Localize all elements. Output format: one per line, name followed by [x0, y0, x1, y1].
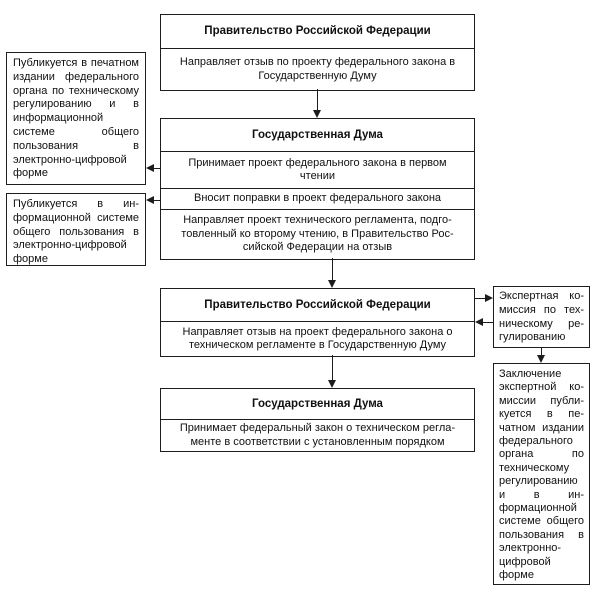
block-header: Правительство Российской Федерации [204, 298, 431, 311]
arrow-duma1-to-government2-line [332, 258, 333, 281]
block-row: Направляет отзыв на проект федерального … [161, 321, 474, 356]
note-expert-commission: Экспертная ко­миссия по тех­ническому ре… [493, 286, 590, 348]
arrow-commission-to-government2-line [482, 322, 493, 323]
note-commission-conclusion-publication: Заключение экспертной ко­миссии публи­ку… [493, 363, 590, 585]
block-header: Государственная Дума [252, 128, 383, 141]
block-row: Вносит поправки в проект федерального за… [161, 188, 474, 209]
arrow-commission-to-conclusion-head [537, 355, 545, 363]
arrow-duma1-to-print-note-head [146, 164, 154, 172]
block-state-duma-1: Государственная Дума Принимает проект фе… [160, 118, 475, 260]
arrow-government2-to-duma2-line [332, 355, 333, 381]
arrow-duma1-to-government2-head [328, 280, 336, 288]
arrow-government1-to-duma1-line [317, 89, 318, 111]
arrow-government2-to-commission-line [475, 298, 486, 299]
block-header: Правительство Российской Федерации [204, 25, 431, 37]
block-government-rf-1: Правительство Российской Федерации Напра… [160, 14, 475, 91]
block-row: Направляет отзыв по проекту федерального… [161, 48, 474, 90]
arrow-government2-to-duma2-head [328, 380, 336, 388]
block-row: Принимает проект федерального закона в п… [161, 151, 474, 188]
block-row: Принимает федеральный закон о техническо… [161, 419, 474, 451]
arrow-government2-to-commission-head [485, 294, 493, 302]
block-row: Направляет проект технического регламент… [161, 209, 474, 259]
arrow-duma1-to-infosystem-note-line [153, 200, 161, 201]
block-state-duma-2: Государственная Дума Принимает федеральн… [160, 388, 475, 452]
arrow-duma1-to-print-note-line [153, 168, 161, 169]
arrow-duma1-to-infosystem-note-head [146, 196, 154, 204]
arrow-government1-to-duma1-head [313, 110, 321, 118]
note-publication-info-system: Публикуется в ин­формационной систе­ме о… [6, 193, 146, 266]
block-header: Государственная Дума [252, 397, 383, 410]
arrow-commission-to-conclusion-line [541, 348, 542, 356]
block-government-rf-2: Правительство Российской Федерации Напра… [160, 288, 475, 357]
arrow-commission-to-government2-head [475, 318, 483, 326]
note-publication-print-edition: Публикуется в печат­ном издании феде­рал… [6, 52, 146, 185]
